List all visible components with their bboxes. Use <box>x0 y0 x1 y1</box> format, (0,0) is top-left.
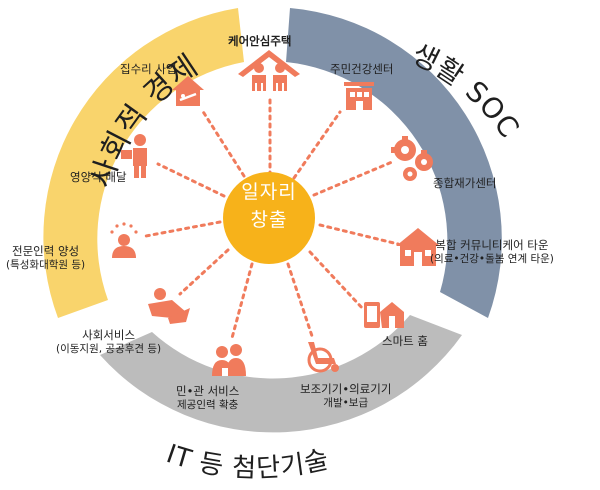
spoke-assistive <box>286 262 314 338</box>
label-social-service: 사회서비스 (이동지원, 공공후견 등) <box>56 328 162 355</box>
spoke-specialist <box>144 220 222 238</box>
center-label-line2: 창출 <box>250 209 288 231</box>
spokes <box>144 98 400 340</box>
label-nutrition: 영양식 배달 <box>70 170 127 184</box>
repair-house-icon <box>172 76 204 106</box>
smart-home-icon <box>364 302 404 328</box>
helping-hand-icon <box>148 288 190 324</box>
label-house-repair: 집수리 사업 <box>120 62 177 76</box>
label-community-center: 주민건강센터 <box>330 62 394 76</box>
center-label: 일자리 창출 <box>221 178 317 234</box>
life-soc-arc <box>286 8 502 318</box>
label-assistive: 보조기기•의료기기 개발•보급 <box>300 382 392 409</box>
it-tech-title: IT 등 첨단기술 <box>162 439 332 484</box>
center-circle <box>223 172 315 264</box>
people-icon <box>212 344 246 376</box>
spoke-nutrition <box>156 162 226 198</box>
gears-icon <box>391 136 433 181</box>
expert-icon <box>110 222 138 258</box>
label-care-town: 복합 커뮤니티케어 타운 (의료•건강•돌봄 연계 타운) <box>430 238 554 265</box>
center-label-line1: 일자리 <box>241 181 297 203</box>
spoke-public-private <box>230 262 254 340</box>
spoke-smart-home <box>308 250 366 312</box>
wheelchair-icon <box>307 342 339 373</box>
care-house-icon <box>238 50 300 91</box>
spoke-house-repair <box>200 108 246 178</box>
delivery-icon <box>121 134 147 178</box>
label-rehab-center: 종합재가센터 <box>433 176 497 190</box>
social-economy-arc <box>43 8 245 318</box>
label-specialist: 전문인력 양성 (특성화대학원 등) <box>6 244 86 271</box>
it-tech-arc <box>100 315 462 433</box>
label-smart-home: 스마트 홈 <box>382 334 428 348</box>
spoke-care-town <box>318 223 400 246</box>
label-public-private: 민•관 서비스 제공인력 확충 <box>176 384 240 411</box>
spoke-rehab-center <box>312 160 394 197</box>
spoke-community-center <box>292 110 342 180</box>
building-icon <box>344 82 374 110</box>
label-care-housing: 케어안심주택 <box>228 34 292 48</box>
spoke-social-service <box>178 248 230 296</box>
house-icon <box>396 228 440 266</box>
